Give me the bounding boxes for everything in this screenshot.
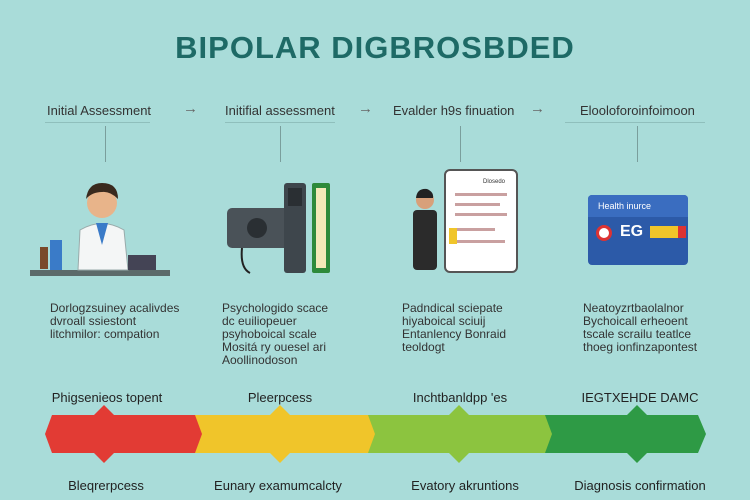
medical-cross-icon	[596, 225, 612, 241]
timeline-top-4: IEGTXEHDE DAMC	[581, 390, 699, 405]
timeline-bottom-1: Bleqrerpcess	[68, 478, 144, 493]
timeline-top-1: Phigsenieos topent	[51, 390, 163, 405]
connector	[637, 126, 638, 162]
timeline-bar	[45, 405, 706, 463]
timeline-bottom-4: Diagnosis confirmation	[574, 478, 706, 493]
card-title: Health inurce	[588, 195, 688, 217]
divider	[565, 122, 705, 123]
page-title: BIPOLAR DIGBROSBDED	[175, 30, 575, 65]
divider	[225, 122, 335, 123]
tablet-illustration	[413, 169, 518, 273]
divider	[45, 122, 150, 123]
step-1-label: Initial Assessment	[47, 103, 152, 118]
health-card: Health inurce EG	[588, 195, 688, 265]
marker-1	[92, 405, 116, 463]
timeline-bottom-3: Evatory akruntions	[411, 478, 519, 493]
step-4-label: Elooloforoinfoimoon	[580, 103, 695, 118]
marker-4	[625, 405, 649, 463]
step-3-label: Evalder h9s finuation	[393, 103, 515, 118]
connector	[105, 126, 106, 162]
card-chip	[650, 226, 686, 238]
timeline-segment-red	[45, 415, 204, 453]
card-code: EG	[620, 223, 644, 240]
arrow-icon: →	[530, 100, 545, 117]
connector	[280, 126, 281, 162]
step-2-label: Initifial assessment	[225, 103, 335, 118]
timeline-top-3: Inchtbanldpp 'es	[412, 390, 508, 405]
scale-device-illustration	[227, 183, 330, 274]
timeline-bottom-2: Eunary examumcalcty	[214, 478, 342, 493]
doctor-illustration	[30, 183, 170, 276]
timeline-top-2: Pleerpcess	[247, 390, 313, 405]
marker-3	[447, 405, 471, 463]
tablet-header: Dlosedo	[483, 179, 506, 185]
marker-2	[268, 405, 292, 463]
connector	[460, 126, 461, 162]
arrow-icon: →	[183, 100, 198, 117]
arrow-icon: →	[358, 100, 373, 117]
